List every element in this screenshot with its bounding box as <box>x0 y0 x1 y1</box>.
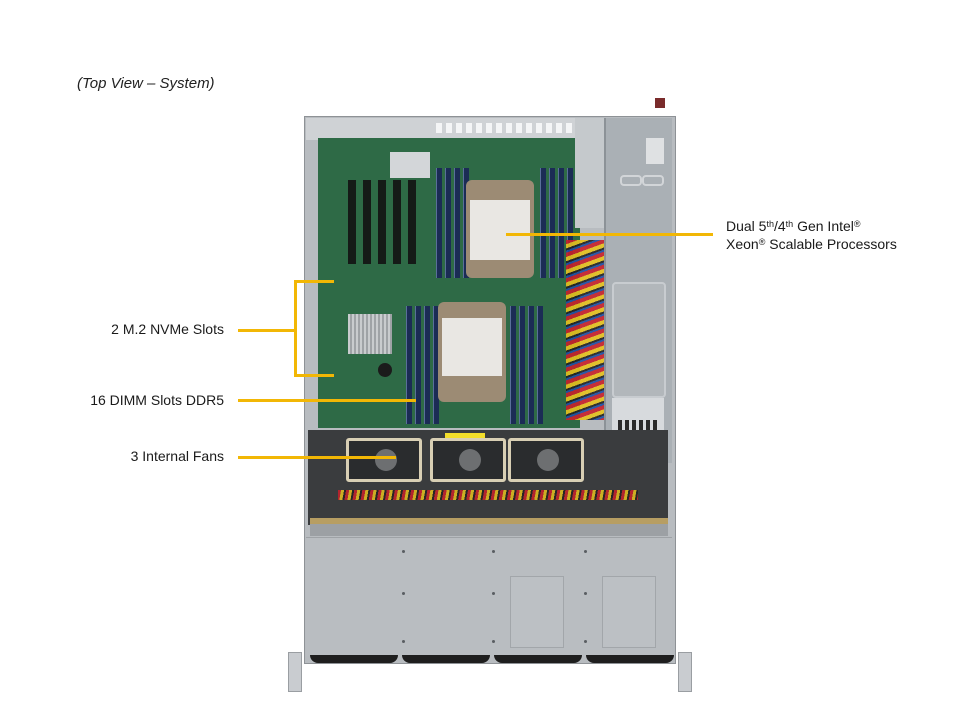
rack-ear-left <box>288 652 302 692</box>
callout-line-m2 <box>238 329 296 332</box>
callout-line-fans <box>238 456 396 459</box>
callout-line-dimm <box>238 399 416 402</box>
callout-processors: Dual 5th/4th Gen Intel® Xeon® Scalable P… <box>726 217 897 253</box>
front-cover <box>306 537 672 656</box>
view-label: (Top View – System) <box>77 75 215 92</box>
cpu2-heatsink <box>438 302 506 402</box>
callout-bracket-m2-bottom <box>294 374 334 377</box>
dimm-bank-cpu2-right <box>510 306 543 424</box>
fan-2 <box>430 438 506 482</box>
fan-3 <box>508 438 584 482</box>
motherboard <box>318 138 580 428</box>
fan-1 <box>346 438 422 482</box>
backplane <box>310 518 668 524</box>
callout-bracket-m2-top <box>294 280 334 283</box>
processors-line1: Dual 5th/4th Gen Intel® <box>726 218 861 234</box>
callout-dimm: 16 DIMM Slots DDR5 <box>90 392 224 408</box>
callout-m2: 2 M.2 NVMe Slots <box>111 321 224 337</box>
dimm-bank-cpu1-left <box>436 168 469 278</box>
power-cables <box>566 240 604 420</box>
processors-line2: Xeon® Scalable Processors <box>726 236 897 252</box>
drive-carriers <box>310 524 668 536</box>
warning-sticker <box>445 433 485 438</box>
fan-bay <box>308 430 668 525</box>
cpu1-heatsink <box>466 180 534 278</box>
rear-io-grill <box>306 118 576 140</box>
dimm-bank-cpu2-left <box>406 306 439 424</box>
callout-line-processors <box>506 233 713 236</box>
front-drive-bezels <box>306 655 674 665</box>
rear-drive-bay <box>575 118 605 228</box>
psu-handle <box>612 282 666 398</box>
callout-bracket-m2 <box>294 280 297 377</box>
callout-fans: 3 Internal Fans <box>130 448 224 464</box>
dimm-bank-cpu1-right <box>540 168 573 278</box>
rack-ear-right <box>678 652 692 692</box>
